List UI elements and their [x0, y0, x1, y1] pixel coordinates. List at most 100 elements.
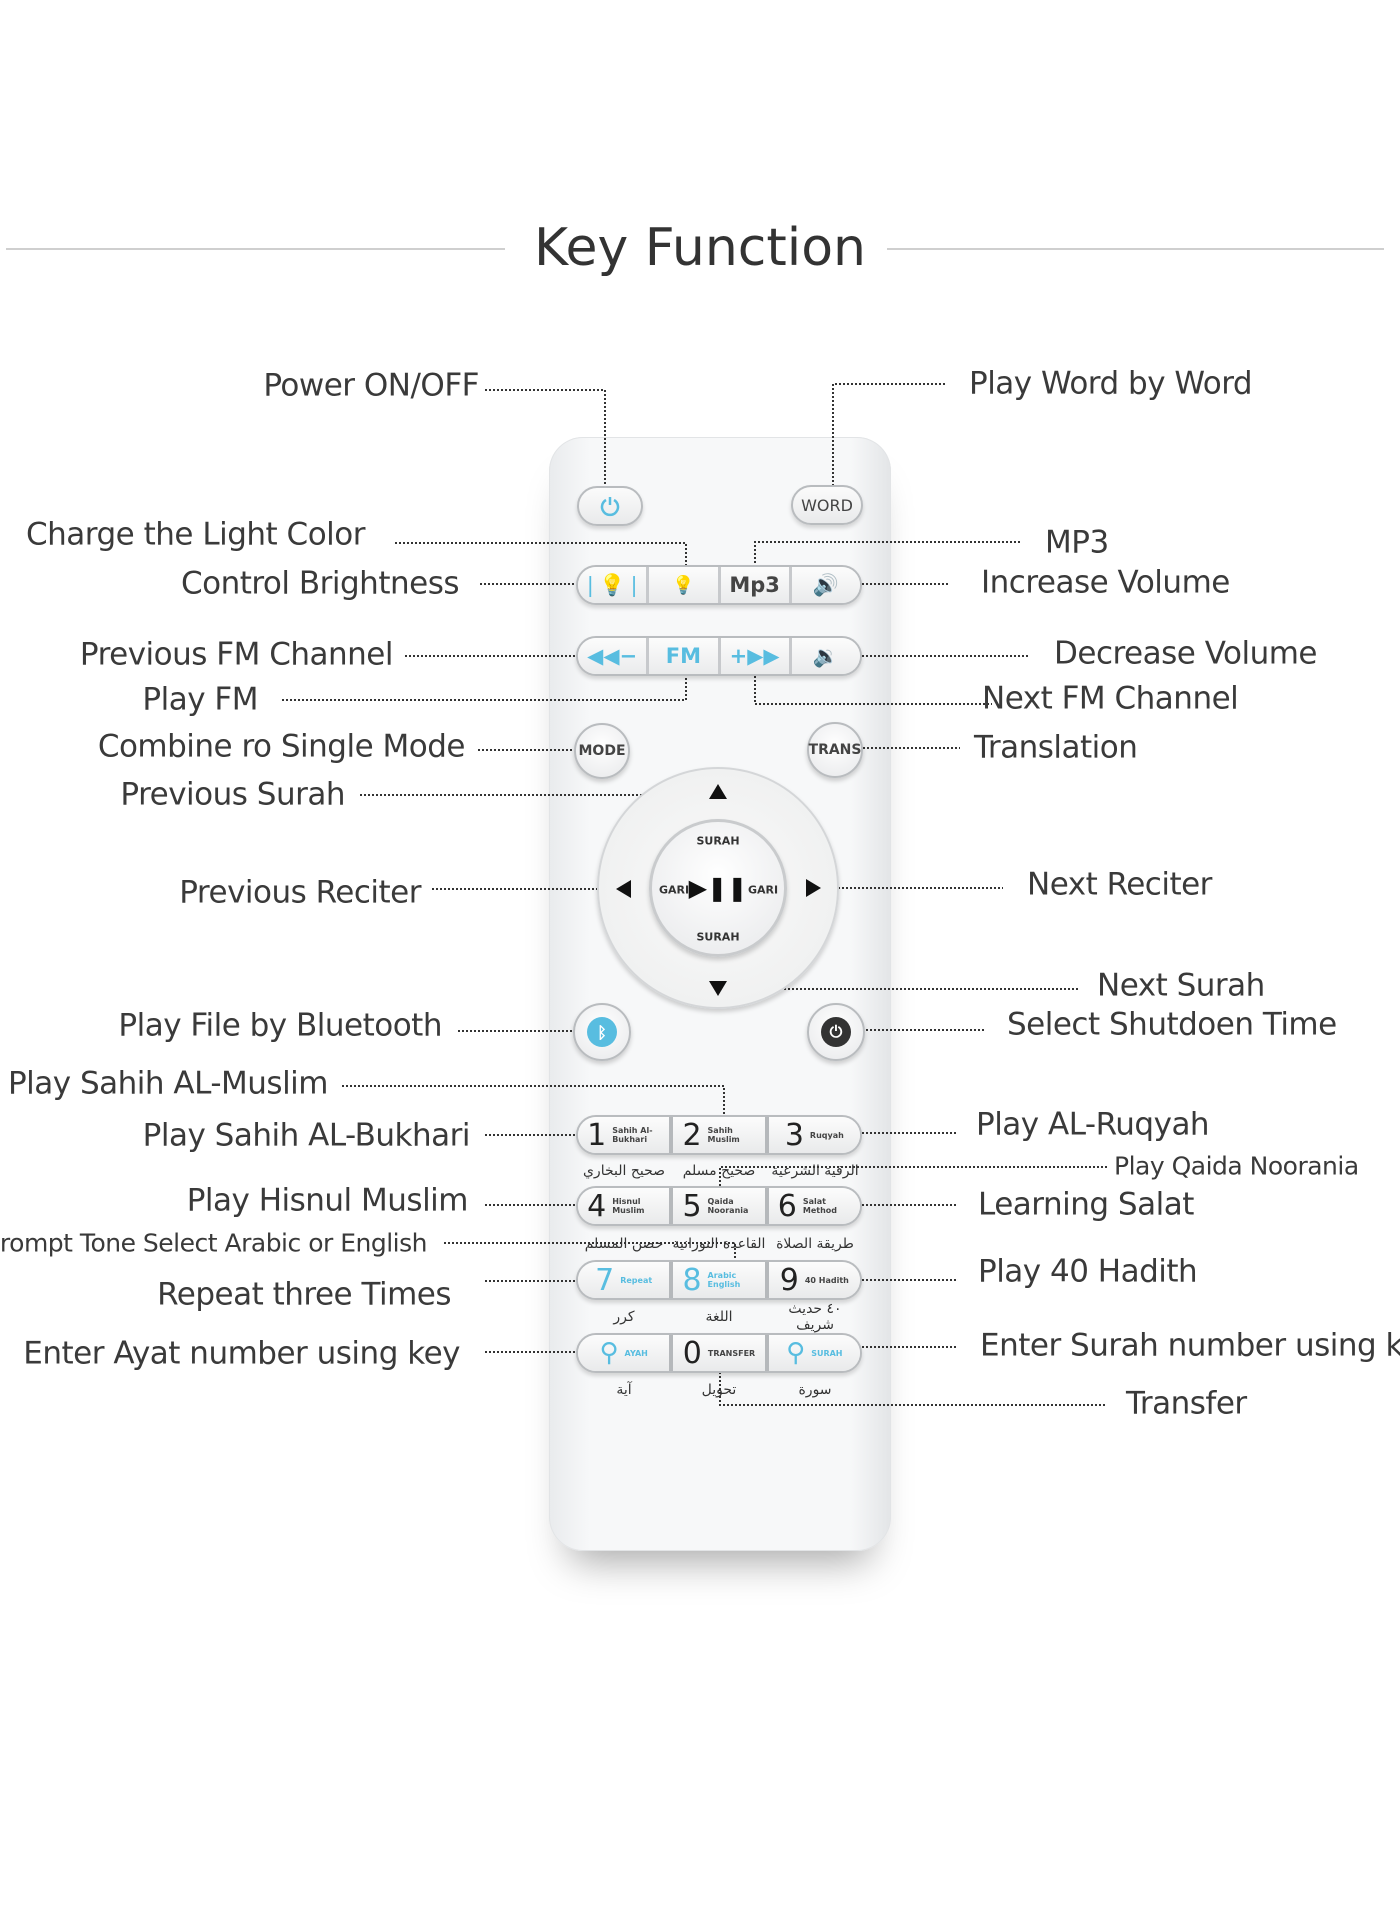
arabic-caption: صحيح مسلم: [682, 1163, 756, 1179]
label-next-surah: Next Surah: [1097, 967, 1265, 1004]
fast-forward-icon: +▶▶: [729, 644, 780, 668]
next-fm-button[interactable]: +▶▶: [717, 638, 789, 674]
shutdown-icon: ⏻: [821, 1017, 851, 1047]
page-title: Key Function: [534, 218, 866, 278]
label-ayat: Enter Ayat number using key: [23, 1335, 460, 1372]
volume-up-button[interactable]: 🔊: [788, 567, 860, 603]
key-number: 9: [779, 1262, 799, 1298]
bulb-icon: 💡: [672, 574, 695, 596]
label-light-color: Charge the Light Color: [26, 516, 365, 553]
key-7[interactable]: 7 Repeat: [578, 1262, 670, 1298]
previous-reciter-arrow-icon[interactable]: [616, 880, 631, 898]
arabic-caption: طريقة الصلاة: [776, 1236, 854, 1252]
trans-button[interactable]: TRANS: [807, 722, 863, 778]
arabic-caption: كرر: [613, 1309, 635, 1325]
arabic-caption: ٤٠ حديث شريف: [788, 1301, 842, 1333]
label-power: Power ON/OFF: [263, 367, 479, 404]
arabic-caption: آية: [616, 1382, 632, 1398]
surah-up-label: SURAH: [696, 834, 740, 848]
mp3-button[interactable]: Mp3: [717, 567, 789, 603]
search-icon: ⚲: [786, 1338, 806, 1368]
label-vol-down: Decrease Volume: [1054, 635, 1318, 672]
label-word: Play Word by Word: [969, 365, 1253, 402]
next-surah-arrow-icon[interactable]: [709, 981, 727, 996]
key-1[interactable]: 1 Sahih Al-Bukhari: [578, 1117, 670, 1153]
key-5[interactable]: 5 Qaida Noorania: [669, 1188, 765, 1224]
light-color-button[interactable]: 💡: [646, 567, 718, 603]
label-prev-reciter: Previous Reciter: [179, 874, 421, 911]
brightness-icon: ❘💡❘: [581, 572, 643, 597]
brightness-button[interactable]: ❘💡❘: [578, 567, 647, 603]
label-prev-surah: Previous Surah: [120, 776, 345, 813]
key-caption: Repeat: [620, 1275, 653, 1285]
key-number: 7: [595, 1262, 615, 1298]
key-caption: Hisnul Muslim: [612, 1197, 645, 1215]
key-number: 3: [784, 1117, 804, 1153]
key-10[interactable]: ⚲AYAH: [578, 1335, 670, 1371]
label-repeat: Repeat three Times: [157, 1276, 451, 1313]
label-sahih-muslim: Play Sahih AL-Muslim: [7, 1065, 329, 1102]
key-number: 5: [682, 1188, 702, 1224]
label-ruqyah: Play AL-Ruqyah: [976, 1106, 1210, 1143]
label-mode: Combine ro Single Mode: [97, 728, 466, 765]
arabic-caption: سورة: [798, 1382, 832, 1398]
arabic-caption: القاعدة النورانية: [672, 1236, 766, 1252]
key-caption: AYAH: [624, 1348, 648, 1358]
volume-down-button[interactable]: 🔉: [788, 638, 860, 674]
key-number: 2: [682, 1117, 702, 1153]
arabic-caption: الرقية الشرعية: [771, 1163, 859, 1179]
gari-left-label: GARI: [658, 883, 690, 897]
arabic-caption: تحويل: [701, 1382, 737, 1398]
key-caption: Qaida Noorania: [707, 1197, 749, 1215]
word-button[interactable]: WORD: [791, 485, 863, 525]
label-translation: Translation: [974, 729, 1138, 766]
label-mp3: MP3: [1045, 524, 1109, 561]
next-reciter-arrow-icon[interactable]: [806, 879, 821, 897]
mode-button[interactable]: MODE: [574, 723, 630, 779]
key-caption: TRANSFER: [707, 1348, 756, 1358]
key-2[interactable]: 2 Sahih Muslim: [669, 1117, 765, 1153]
surah-down-label: SURAH: [696, 930, 740, 944]
rewind-icon: ◀◀−: [587, 644, 638, 668]
label-prompt-tone: Prompt Tone Select Arabic or English: [0, 1228, 428, 1258]
key-caption: Sahih Al-Bukhari: [612, 1126, 653, 1144]
key-caption: Sahih Muslim: [707, 1126, 740, 1144]
bluetooth-icon: ᛒ: [587, 1017, 617, 1047]
key-number: 8: [682, 1262, 702, 1298]
arabic-caption: اللغة: [705, 1309, 733, 1325]
label-vol-up: Increase Volume: [981, 564, 1230, 601]
label-sahih-bukhari: Play Sahih AL-Bukhari: [142, 1117, 471, 1154]
key-3[interactable]: 3 Ruqyah: [764, 1117, 860, 1153]
play-pause-icon: ▶❚❚: [688, 874, 748, 902]
arabic-caption: حصن المسلم: [584, 1236, 664, 1252]
label-bluetooth: Play File by Bluetooth: [118, 1007, 442, 1044]
key-12[interactable]: ⚲SURAH: [764, 1335, 860, 1371]
fm-button[interactable]: FM: [646, 638, 718, 674]
play-pause-button[interactable]: ▶❚❚: [649, 819, 787, 957]
keypad-row: 1 Sahih Al-Bukhari 2 Sahih Muslim 3 Ruqyah: [576, 1115, 862, 1155]
key-number: 1: [587, 1117, 607, 1153]
previous-surah-arrow-icon[interactable]: [709, 784, 727, 799]
key-number: 4: [587, 1188, 607, 1224]
gari-right-label: GARI: [747, 883, 779, 897]
label-shutdown: Select Shutdoen Time: [1007, 1006, 1337, 1043]
key-number: 6: [777, 1188, 797, 1224]
speaker-loud-icon: 🔊: [812, 572, 839, 597]
key-caption: Ruqyah: [809, 1130, 844, 1140]
power-button[interactable]: [577, 486, 643, 526]
title-divider-left: [6, 248, 505, 250]
key-4[interactable]: 4 Hisnul Muslim: [578, 1188, 670, 1224]
button-row-2: ◀◀− FM +▶▶ 🔉: [576, 636, 862, 676]
shutdown-timer-button[interactable]: ⏻: [807, 1003, 865, 1061]
prev-fm-button[interactable]: ◀◀−: [578, 638, 647, 674]
label-salat: Learning Salat: [978, 1186, 1194, 1223]
label-surah-number: Enter Surah number using key: [980, 1327, 1400, 1364]
label-hadith: Play 40 Hadith: [978, 1253, 1198, 1290]
bluetooth-button[interactable]: ᛒ: [573, 1003, 631, 1061]
